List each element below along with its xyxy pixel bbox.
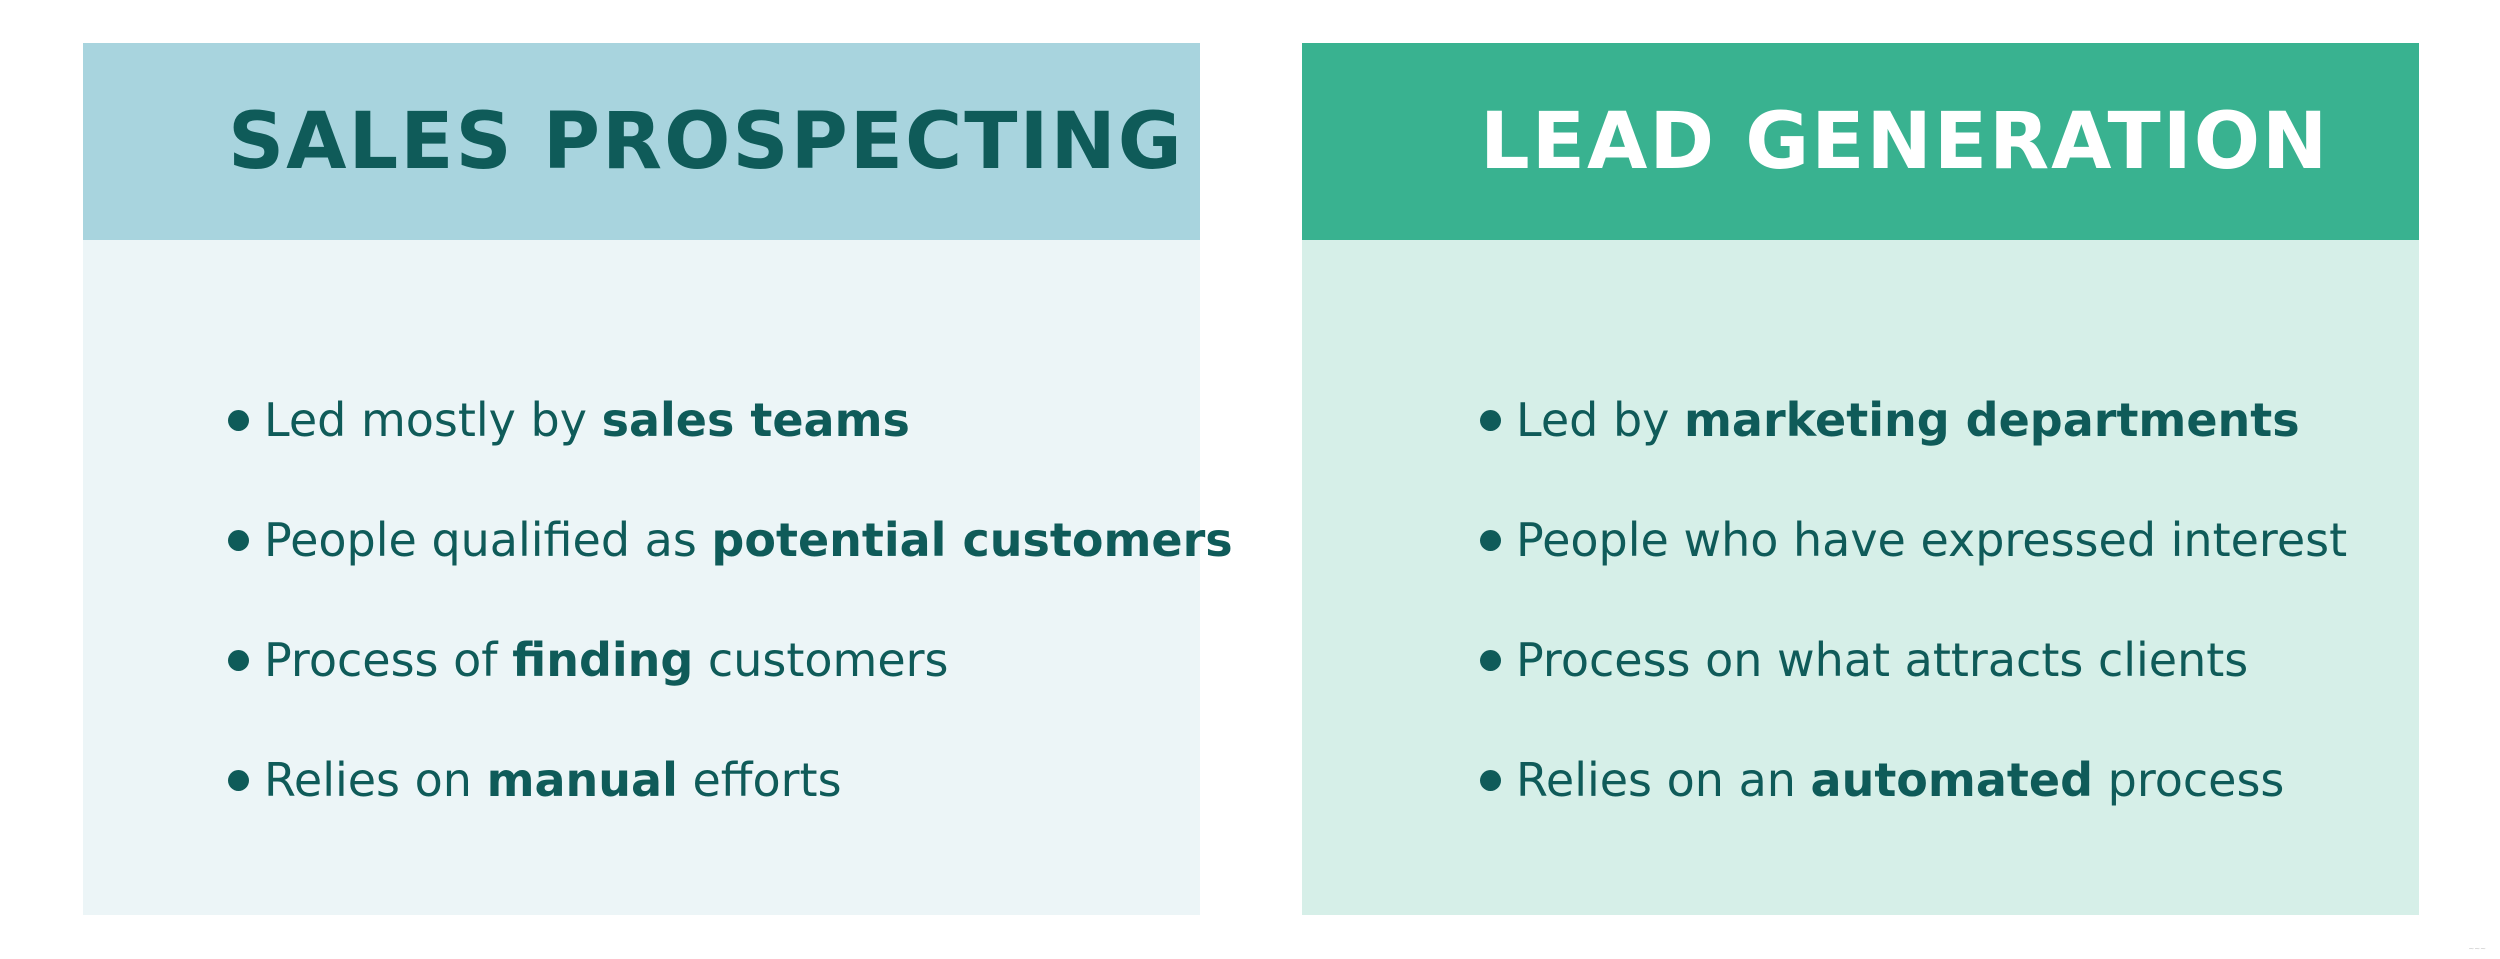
lead-generation-header: LEAD GENERATION	[1302, 43, 2419, 240]
lead-generation-title: LEAD GENERATION	[1480, 96, 2330, 187]
sales-prospecting-body: Led mostly by sales teams People qualifi…	[83, 240, 1233, 915]
list-item: Process of finding customers	[228, 600, 1233, 720]
bullet-text: People qualified as potential customers	[264, 513, 1233, 567]
lead-generation-body: Led by marketing departments People who …	[1302, 240, 2419, 915]
list-item: Led by marketing departments	[1480, 360, 2347, 480]
bullet-dot-icon	[228, 769, 249, 791]
bullet-dot-icon	[1480, 529, 1501, 551]
list-item: Process on what attracts clients	[1480, 600, 2347, 720]
bullet-text: Process of finding customers	[264, 633, 949, 687]
bullet-text: Relies on manual efforts	[264, 753, 842, 807]
list-item: People who have expressed interest	[1480, 480, 2347, 600]
lead-generation-list: Led by marketing departments People who …	[1480, 360, 2347, 840]
bullet-text: Process on what attracts clients	[1516, 633, 2249, 687]
sales-prospecting-list: Led mostly by sales teams People qualifi…	[228, 360, 1233, 840]
bullet-text: People who have expressed interest	[1516, 513, 2348, 567]
bullet-text: Led mostly by sales teams	[264, 393, 910, 447]
sales-prospecting-header: SALES PROSPECTING	[83, 43, 1200, 240]
bullet-dot-icon	[1480, 649, 1501, 671]
sales-prospecting-title: SALES PROSPECTING	[228, 96, 1184, 187]
bullet-dot-icon	[228, 409, 249, 431]
watermark: ~~~	[2468, 945, 2486, 953]
list-item: People qualified as potential customers	[228, 480, 1233, 600]
list-item: Relies on an automated process	[1480, 720, 2347, 840]
bullet-dot-icon	[228, 529, 249, 551]
list-item: Led mostly by sales teams	[228, 360, 1233, 480]
list-item: Relies on manual efforts	[228, 720, 1233, 840]
bullet-dot-icon	[228, 649, 249, 671]
bullet-dot-icon	[1480, 409, 1501, 431]
bullet-dot-icon	[1480, 769, 1501, 791]
bullet-text: Led by marketing departments	[1516, 393, 2300, 447]
lead-generation-panel: LEAD GENERATION Led by marketing departm…	[1302, 43, 2419, 915]
bullet-text: Relies on an automated process	[1516, 753, 2285, 807]
sales-prospecting-panel: SALES PROSPECTING Led mostly by sales te…	[83, 43, 1233, 915]
